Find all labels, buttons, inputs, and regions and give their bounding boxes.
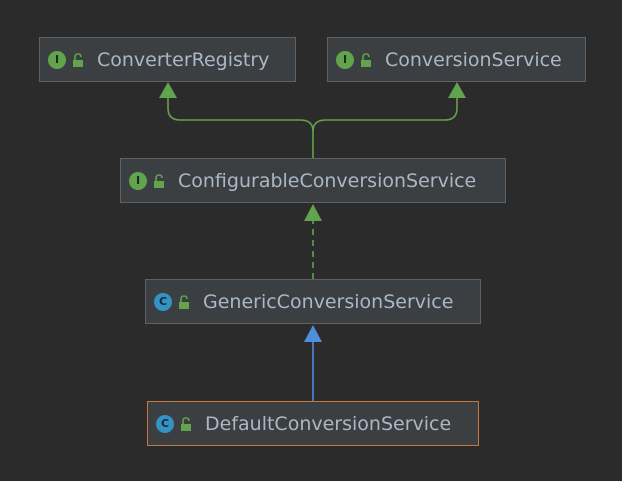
class-icon: C xyxy=(154,292,172,311)
node-converter-registry[interactable]: I ConverterRegistry xyxy=(39,37,296,82)
arrowhead-conversion-service xyxy=(448,82,466,98)
node-label-conversion-service: ConversionService xyxy=(385,48,562,71)
node-generic-conversion-service[interactable]: C GenericConversionService xyxy=(145,279,481,324)
edge-configurable-to-conversion-service xyxy=(312,98,458,132)
node-label-generic-conversion-service: GenericConversionService xyxy=(203,290,454,313)
unlocked-icon xyxy=(181,416,191,431)
unlocked-icon xyxy=(73,52,83,67)
interface-icon: I xyxy=(48,50,66,69)
arrowhead-generic xyxy=(304,325,322,342)
unlocked-icon xyxy=(154,173,164,188)
class-icon: C xyxy=(156,414,174,433)
unlocked-icon xyxy=(179,294,189,309)
arrowhead-converter-registry xyxy=(159,82,177,98)
node-label-configurable-conversion-service: ConfigurableConversionService xyxy=(178,169,477,192)
interface-icon: I xyxy=(129,171,147,190)
arrowhead-configurable xyxy=(304,204,322,221)
node-configurable-conversion-service[interactable]: I ConfigurableConversionService xyxy=(120,158,506,203)
edge-configurable-to-converter-registry xyxy=(167,98,314,158)
node-label-default-conversion-service: DefaultConversionService xyxy=(205,412,452,435)
node-conversion-service[interactable]: I ConversionService xyxy=(327,37,586,82)
interface-icon: I xyxy=(336,50,354,69)
unlocked-icon xyxy=(361,52,371,67)
node-label-converter-registry: ConverterRegistry xyxy=(97,48,270,71)
node-default-conversion-service[interactable]: C DefaultConversionService xyxy=(147,401,479,446)
